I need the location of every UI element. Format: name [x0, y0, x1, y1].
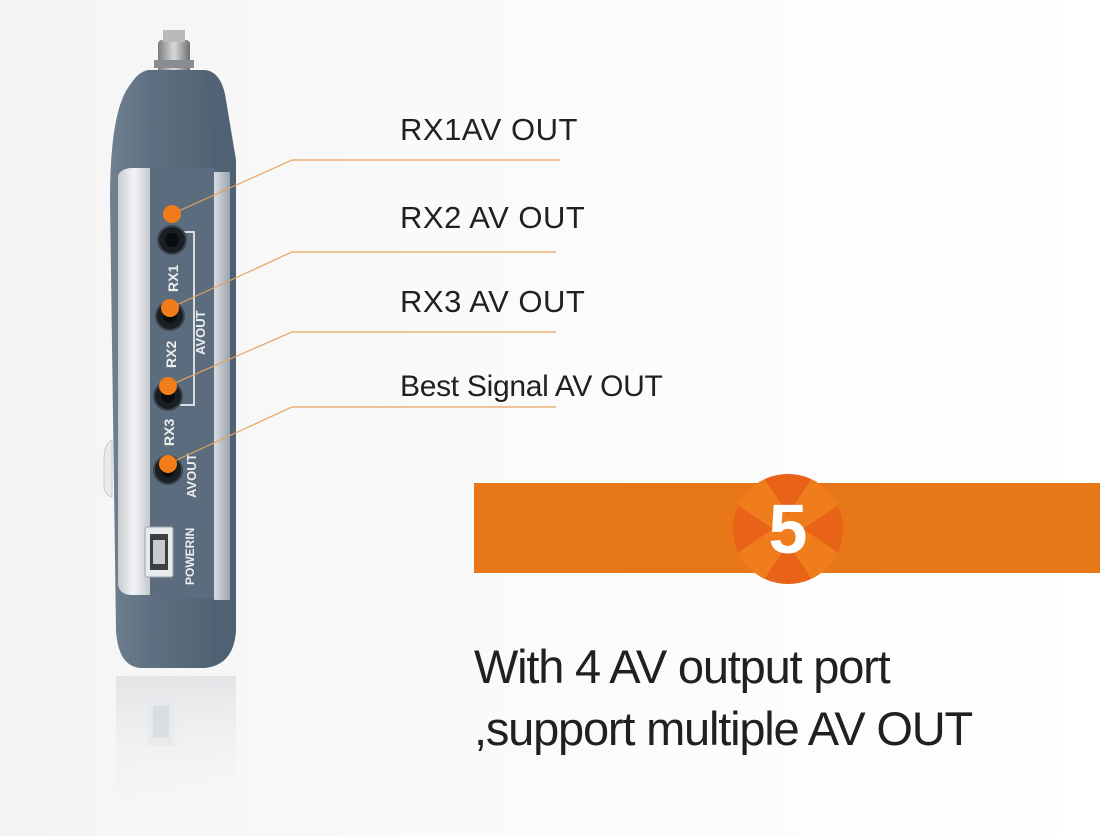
callout-label-rx2: RX2 AV OUT — [400, 200, 586, 235]
port-label-av-out-group: AVOUT — [193, 310, 208, 355]
port-label-rx3: RX3 — [161, 419, 177, 446]
port-label-rx1: RX1 — [165, 265, 181, 292]
jack-rx1[interactable] — [157, 225, 187, 255]
silver-side-panel — [118, 168, 150, 595]
callout-dot-best-signal — [159, 455, 177, 473]
callout-dot-rx2 — [161, 299, 179, 317]
badge-cross-pattern — [733, 474, 843, 584]
feature-number: 5 — [768, 490, 808, 568]
caption-line-2: ,support multiple AV OUT — [474, 702, 973, 755]
power-in-port[interactable] — [144, 526, 174, 578]
device-reflection — [116, 676, 236, 836]
callout-dot-rx1 — [163, 205, 181, 223]
feature-number-badge: 5 — [733, 474, 843, 584]
callout-label-rx1: RX1AV OUT — [400, 112, 578, 147]
feature-caption: With 4 AV output port ,support multiple … — [474, 636, 973, 760]
port-label-av-out-single: AVOUT — [184, 453, 199, 498]
port-label-power-in: POWERIN — [183, 528, 197, 585]
callout-label-best-signal: Best Signal AV OUT — [400, 370, 663, 403]
caption-line-1: With 4 AV output port — [474, 640, 891, 693]
callout-label-rx3: RX3 AV OUT — [400, 284, 586, 319]
callout-dot-rx3 — [159, 377, 177, 395]
port-label-rx2: RX2 — [163, 341, 179, 368]
